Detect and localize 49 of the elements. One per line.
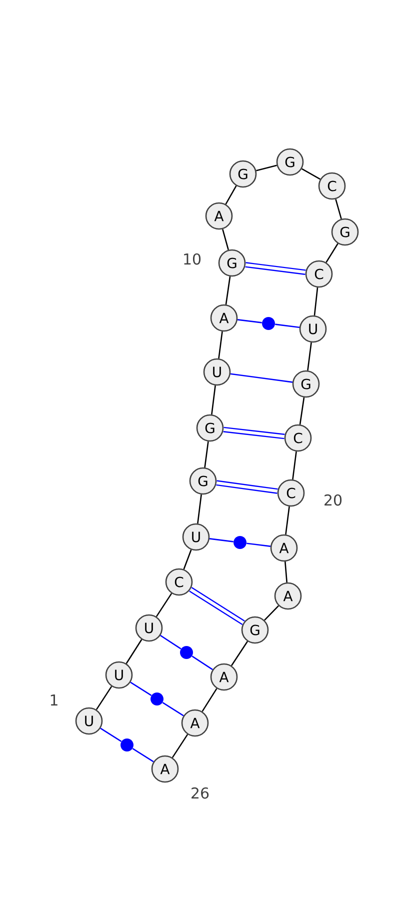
base-pair-line <box>230 373 293 383</box>
base-pair-line <box>130 682 152 696</box>
backbone-line <box>172 734 188 758</box>
backbone-line <box>126 639 142 664</box>
backbone-line <box>225 186 237 204</box>
backbone-line <box>284 562 288 582</box>
base-pair-line <box>162 702 184 716</box>
base-pair-line <box>275 324 300 328</box>
position-number: 10 <box>184 253 201 265</box>
backbone-line <box>222 229 229 250</box>
base-pair-line <box>237 319 262 324</box>
base-pair-line <box>192 656 213 670</box>
backbone-line <box>285 506 290 535</box>
backbone-line <box>307 342 312 371</box>
backbone-line <box>230 641 248 666</box>
base-pair-line <box>209 538 234 542</box>
base-pair-line <box>223 426 285 440</box>
backbone-line <box>211 385 216 415</box>
backbone-line <box>96 686 112 710</box>
pair-dot <box>234 536 246 549</box>
position-number: 26 <box>192 787 209 799</box>
backbone-line <box>299 397 305 425</box>
backbone-line <box>292 451 297 480</box>
backbone-line <box>302 168 320 180</box>
backbone-line <box>225 276 231 305</box>
pair-dot <box>120 738 134 752</box>
pair-dot <box>180 646 193 659</box>
backbone-line <box>218 331 223 359</box>
base-pair-line <box>245 262 306 275</box>
backbone-line <box>335 198 342 220</box>
base-pair-line <box>160 634 182 650</box>
backbone-line <box>314 288 318 316</box>
backbone-line <box>202 688 218 712</box>
base-pair-line <box>216 480 278 494</box>
base-pair-line <box>132 748 154 762</box>
backbone-line <box>204 441 209 468</box>
pair-dot <box>150 692 164 706</box>
position-number: 20 <box>324 494 342 506</box>
base-pair-line <box>246 542 271 547</box>
backbone-line <box>326 243 338 263</box>
backbone-line <box>256 164 277 172</box>
backbone-line <box>264 605 279 621</box>
pair-dot <box>262 317 275 330</box>
base-pair-line <box>100 728 122 742</box>
base-pair-line <box>189 587 245 625</box>
backbone-line <box>197 494 202 524</box>
position-number: 1 <box>50 694 58 706</box>
backbone-line <box>156 593 172 617</box>
backbone-line <box>183 550 192 570</box>
